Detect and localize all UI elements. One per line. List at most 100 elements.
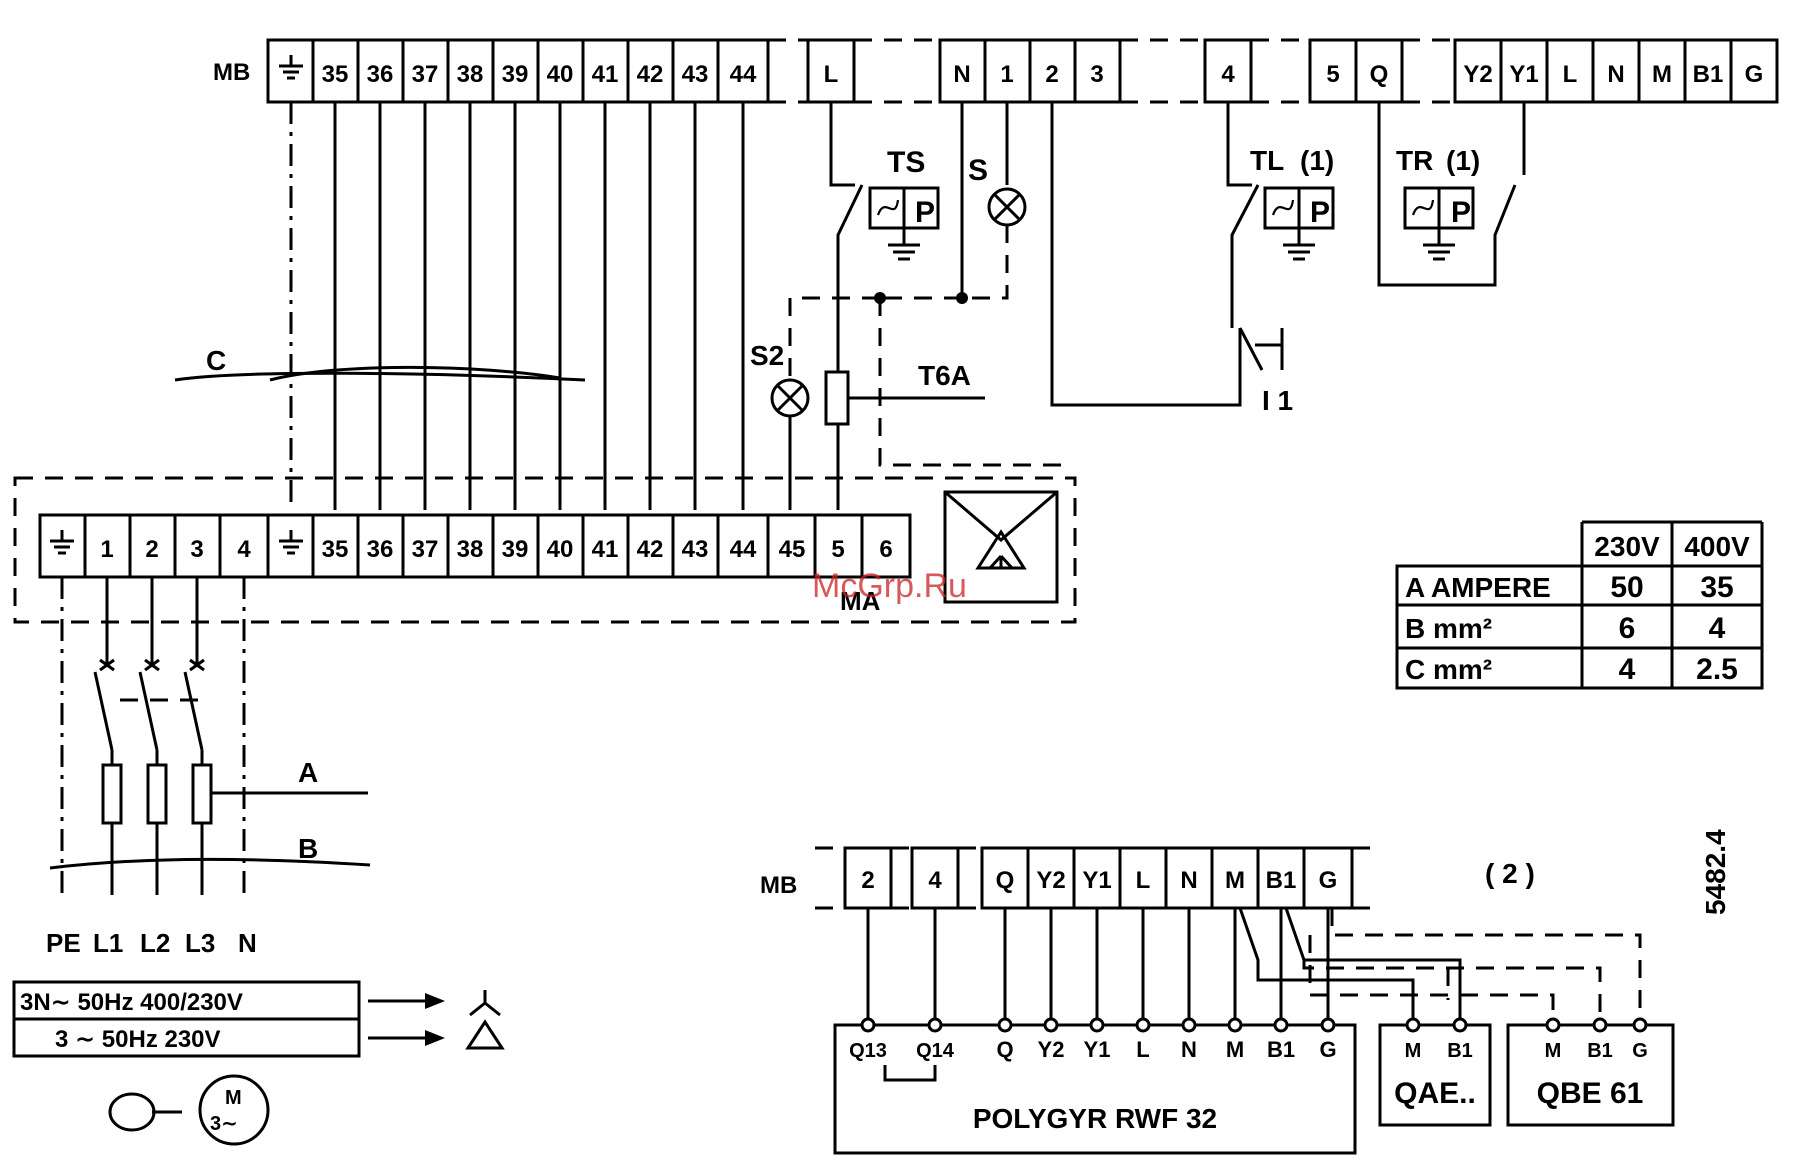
polygyr-terminal: B1: [1267, 1037, 1295, 1062]
ts-label: TS: [887, 146, 925, 179]
polygyr-terminal: L: [1136, 1037, 1149, 1062]
tr-note: (1): [1446, 145, 1480, 176]
tl-label: TL: [1250, 145, 1284, 176]
supply-b-label: B: [298, 833, 318, 864]
top-mb-label: MB: [213, 59, 250, 86]
polygyr-device: [833, 1023, 1357, 1155]
tr-thermostat-icon: [1403, 186, 1475, 261]
lower-terminal: M: [1225, 867, 1245, 894]
fan-icon: [108, 1092, 182, 1132]
s-lamp-label: S: [968, 154, 988, 187]
top-terminal: G: [1745, 61, 1764, 88]
polygyr-terminal: Q: [996, 1037, 1013, 1062]
lower-terminal: Q: [996, 867, 1015, 894]
note-2: ( 2 ): [1485, 858, 1535, 889]
top-terminal: 5: [1326, 61, 1339, 88]
lower-terminal: N: [1180, 867, 1197, 894]
qae-name: QAE..: [1394, 1077, 1476, 1110]
ts-p-label: P: [915, 196, 935, 229]
bottom-terminal: 6: [879, 536, 892, 563]
top-terminal: 43: [682, 61, 709, 88]
top-terminal: L: [1563, 61, 1578, 88]
supply-a-label: A: [298, 757, 318, 788]
top-terminal: N: [1607, 61, 1624, 88]
spec-row-label: C mm²: [1405, 654, 1492, 685]
line-pe: PE: [46, 928, 81, 958]
top-terminal-strip: 35 36 37 38 39 40 41 42 43 44 L N 1 2 3 …: [266, 38, 1779, 104]
bottom-terminal: 43: [682, 536, 709, 563]
polygyr-terminal: Y1: [1084, 1037, 1111, 1062]
top-terminal: Y1: [1509, 61, 1538, 88]
qae-terminal: M: [1405, 1040, 1422, 1062]
spec-header-230v: 230V: [1594, 531, 1660, 562]
line-n: N: [238, 928, 257, 958]
line-l1: L1: [93, 928, 123, 958]
spec-row-label: A AMPERE: [1405, 572, 1551, 603]
watermark: McGrp.Ru: [812, 567, 967, 605]
top-terminal: 44: [730, 61, 757, 88]
earth-icon: [279, 530, 303, 555]
delta-connection-icon: [465, 1019, 505, 1050]
spec-cell: 2.5: [1696, 653, 1738, 686]
top-terminal: 2: [1045, 61, 1058, 88]
spec-row-label: B mm²: [1405, 613, 1492, 644]
bottom-terminal-strip: 1 2 3 4 35 36 37 38 39 40 41 42 43 44 45…: [38, 513, 912, 579]
bottom-terminal: 45: [779, 536, 806, 563]
bottom-terminal: 2: [145, 536, 158, 563]
top-terminal: N: [953, 61, 970, 88]
qae-device: [1378, 1017, 1492, 1127]
spec-cell: 6: [1619, 612, 1636, 645]
polygyr-wires: [866, 907, 1642, 1025]
qbe-name: QBE 61: [1537, 1077, 1644, 1110]
motor-sub-label: 3∼: [210, 1113, 238, 1135]
top-terminal: 39: [502, 61, 529, 88]
polygyr-terminal-dots: [860, 1017, 1336, 1033]
star-connection-icon: [469, 990, 501, 1017]
bottom-terminal: 37: [412, 536, 439, 563]
top-terminal: B1: [1693, 61, 1724, 88]
tr-label: TR: [1396, 145, 1433, 176]
lower-terminal: Y2: [1036, 867, 1065, 894]
earth-icon: [279, 55, 303, 80]
bottom-terminal: 39: [502, 536, 529, 563]
top-terminal: 42: [637, 61, 664, 88]
control-circuit: TS P S S2 T6A I 1: [750, 102, 1526, 510]
lower-terminal: G: [1319, 867, 1338, 894]
supply-row-1: 3N∼ 50Hz 400/230V: [20, 989, 243, 1016]
spec-cell: 4: [1619, 653, 1636, 686]
bottom-terminal: 5: [831, 536, 844, 563]
s2-label: S2: [750, 340, 784, 371]
ma-label: MA: [840, 586, 881, 616]
polygyr-name: POLYGYR RWF 32: [973, 1103, 1217, 1134]
top-terminal-l: L: [824, 61, 839, 88]
top-terminal: 36: [367, 61, 394, 88]
tl-p-label: P: [1310, 196, 1330, 229]
i1-switch-label: I 1: [1262, 385, 1293, 416]
burner-board-outline: [13, 476, 1077, 624]
top-terminal-4: 4: [1221, 61, 1235, 88]
spec-table: [1395, 520, 1764, 690]
bottom-terminal: 44: [730, 536, 757, 563]
supply-wiring: [49, 577, 371, 895]
top-terminal: Q: [1370, 61, 1389, 88]
lower-mb-label: MB: [760, 872, 797, 899]
bottom-terminal: 4: [237, 536, 251, 563]
top-terminal: Y2: [1463, 61, 1492, 88]
polygyr-terminal: M: [1226, 1037, 1244, 1062]
cable-wires: [174, 102, 745, 510]
bottom-terminal: 38: [457, 536, 484, 563]
bottom-terminal: 3: [190, 536, 203, 563]
top-terminal: 1: [1000, 61, 1013, 88]
top-terminal: 40: [547, 61, 574, 88]
tl-thermostat-icon: [1263, 186, 1335, 261]
lower-terminal-strip: 2 4 Q Y2 Y1 L N M B1 G: [815, 846, 1372, 910]
bottom-terminal: 42: [637, 536, 664, 563]
line-l2: L2: [140, 928, 170, 958]
motor-label: M: [225, 1087, 242, 1109]
top-terminal: M: [1652, 61, 1672, 88]
polygyr-terminal: Q14: [916, 1040, 955, 1062]
earth-icon: [50, 530, 74, 555]
bottom-terminal: 35: [322, 536, 349, 563]
s2-lamp-icon: [770, 378, 810, 418]
tr-p-label: P: [1451, 196, 1471, 229]
